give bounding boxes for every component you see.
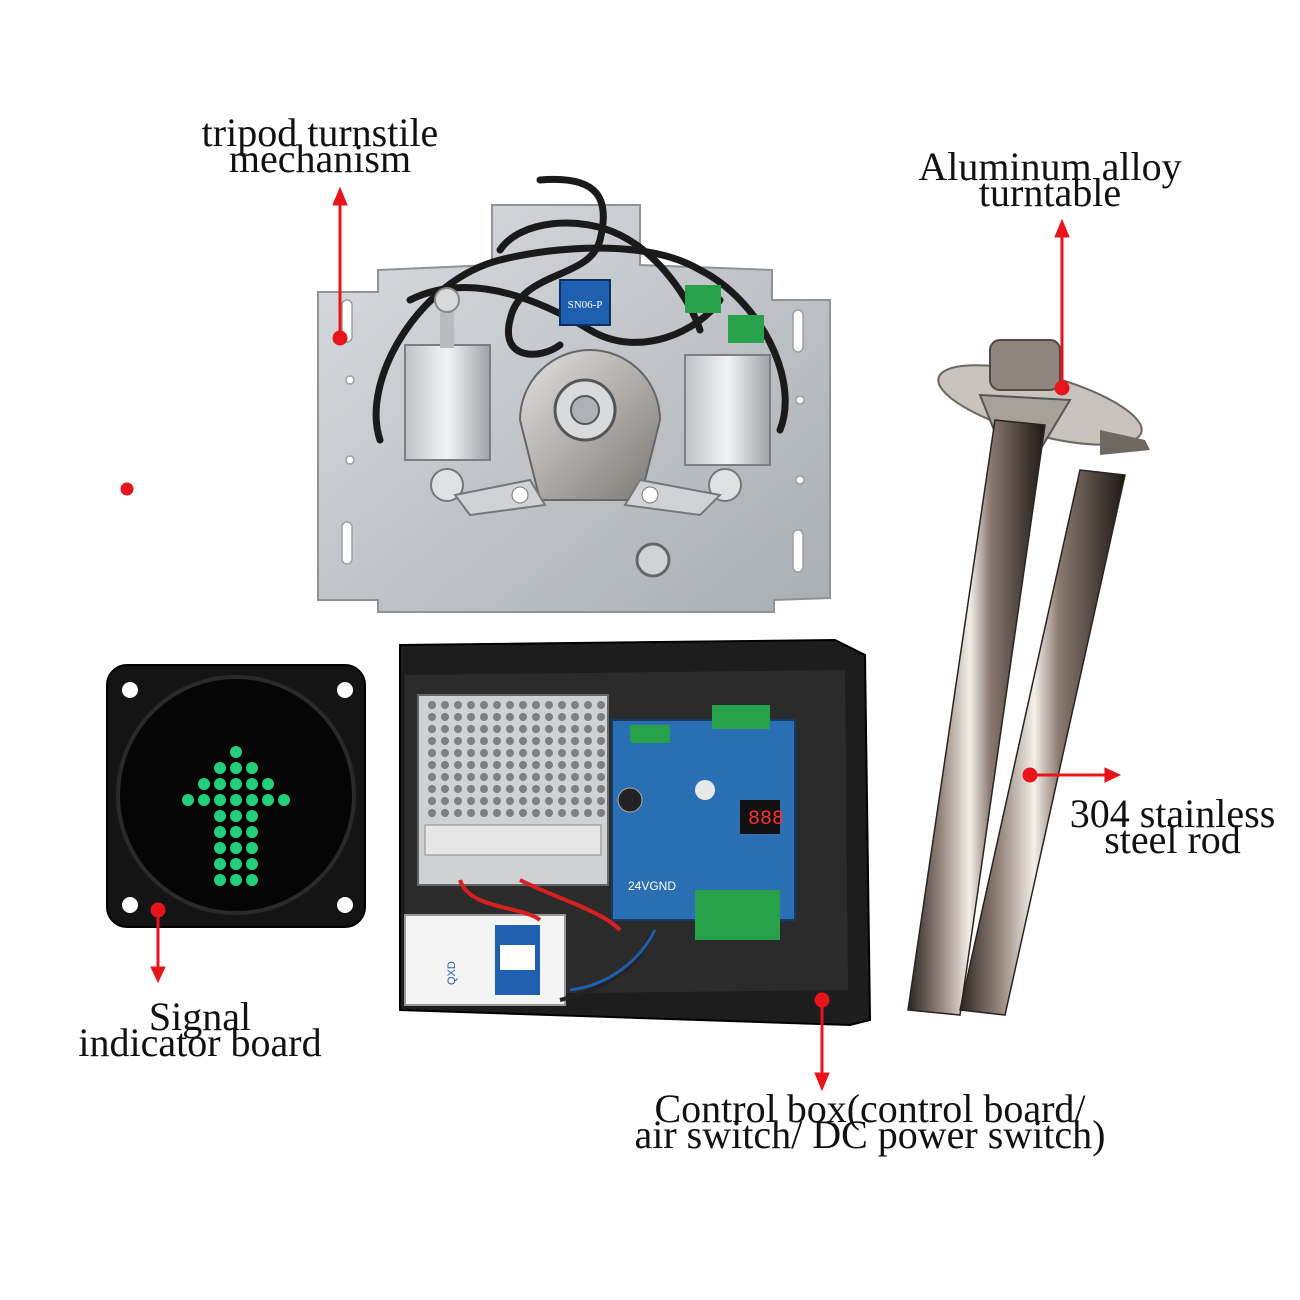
turntable-label: Aluminum alloy turntable [918,144,1182,215]
led-dot [214,874,226,886]
led-dot [214,762,226,774]
led-dot [230,762,242,774]
steel-rods [907,419,1150,1016]
led-dot [230,858,242,870]
pointer-arrows [120,186,1122,1092]
led-dot [182,794,194,806]
led-dot [246,762,258,774]
led-dot [246,858,258,870]
led-dot [246,826,258,838]
signal-pointer [150,902,166,984]
led-dot [214,826,226,838]
turntable-pointer [1054,218,1070,396]
rod-label: 304 stainless steel rod [1069,791,1276,862]
led-dot [230,874,242,886]
led-dot [230,778,242,790]
turnstile-mechanism: SN06-P [317,175,831,613]
led-dot [214,794,226,806]
turntable-and-rods [907,339,1150,1016]
led-dot [230,842,242,854]
led-dot [246,810,258,822]
led-dot [230,826,242,838]
led-dot [214,778,226,790]
control-label: Control box(control board/ air switch/ D… [634,1086,1106,1157]
led-dot [230,746,242,758]
left-solenoid [404,344,491,461]
micro-switch [559,279,611,326]
led-dot [246,874,258,886]
led-dot [262,778,274,790]
signal-label: Signal indicator board [78,994,322,1065]
arrow-led-matrix [182,746,290,886]
led-dot [230,810,242,822]
stray-dot [120,482,134,496]
power-label: 24VGND [628,879,676,893]
signal-indicator-board [106,664,366,928]
led-dot [214,810,226,822]
led-dot [246,842,258,854]
rod-pointer [1022,767,1122,783]
led-dot [278,794,290,806]
led-dot [198,794,210,806]
right-solenoid [684,354,771,466]
led-dot [246,794,258,806]
led-dot [198,778,210,790]
led-dot [246,778,258,790]
led-dot [262,794,274,806]
air-switch [404,914,566,1006]
mechanism-label: tripod turnstile mechanism [201,110,439,181]
control-pointer [814,992,830,1092]
control-box: 888 24VGND QXD [399,638,872,1027]
led-dot [230,794,242,806]
svg-text:888: 888 [748,808,784,831]
led-dot [214,842,226,854]
breaker-brand: QXD [446,961,458,985]
mechanism-pointer [332,186,348,346]
connector-text: SN06-P [568,299,603,311]
led-dot [214,858,226,870]
